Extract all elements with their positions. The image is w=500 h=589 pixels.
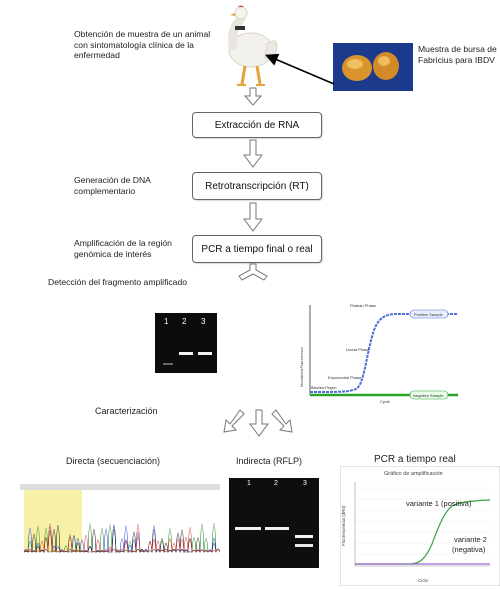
chromatogram-trace [23, 523, 220, 554]
rflp-band-3a [295, 535, 313, 538]
split-arrow [238, 263, 268, 281]
phase-linear: Linear Phase [346, 347, 370, 352]
arrow-right [271, 409, 293, 433]
rflp-lane-3: 3 [303, 480, 307, 487]
gel-top-lane-1: 1 [164, 317, 169, 326]
gel-top-band-ladder [163, 363, 173, 365]
rt-chart-title: Gráfico de amplificación [384, 471, 443, 477]
phase-exponential: Exponential Phase [328, 375, 362, 380]
phase-baseline: Baseline Region [311, 386, 337, 390]
gel-top-lane-3: 3 [201, 317, 206, 326]
rt-axes [354, 482, 490, 567]
seq-title: Directa (secuenciación) [66, 456, 161, 466]
bursa-pointer-arrow [265, 53, 335, 85]
positive-legend: Positive Sample [414, 312, 443, 317]
variant1-label: variante 1 (positiva) [406, 499, 472, 508]
gel-top-lane-2: 2 [182, 317, 187, 326]
negative-legend: Negative Sample [413, 393, 444, 398]
detection-note: Detección del fragmento amplificado [48, 277, 188, 287]
pcr-box: PCR a tiempo final o real [192, 235, 322, 263]
variant1-curve [355, 499, 491, 565]
sample-note: Obtención de muestra de un animal con si… [74, 29, 211, 61]
down-arrow-3 [243, 202, 263, 232]
rt-box: Retrotranscripción (RT) [192, 172, 322, 200]
bursa-photo [333, 43, 413, 91]
curve-top-ylabel: Normalized Fluorescence [300, 347, 304, 387]
down-arrow-2 [243, 139, 263, 168]
rt-chart-xlabel: Ciclo [418, 578, 428, 583]
rflp-band-1 [235, 527, 261, 530]
gel-top-band-2 [179, 352, 193, 355]
down-arrow-1 [243, 87, 263, 106]
rt-chart: Gráfico de amplificación Fluorescencia (… [340, 466, 500, 586]
gel-top-band-3 [198, 352, 212, 355]
rna-extraction-box: Extracción de RNA [192, 112, 322, 138]
rflp-gel: 1 2 3 [229, 478, 319, 568]
curve-top: Normalized Fluorescence Cycle Plateau Ph… [300, 303, 458, 404]
bursa-note: Muestra de bursa de Fabricius para IBDV [418, 44, 497, 65]
amplification-note: Amplificación de la región genómica de i… [74, 238, 172, 259]
rt-chart-ylabel: Fluorescencia (dRn) [341, 505, 346, 546]
rflp-lane-2: 2 [274, 480, 278, 487]
phase-plateau: Plateau Phase [350, 303, 377, 308]
rt-title: PCR a tiempo real [374, 454, 456, 465]
characterization-note: Caracterización [95, 406, 158, 416]
arrow-center [249, 409, 269, 437]
cdna-note: Generación de DNA complementario [74, 175, 151, 196]
curve-top-xlabel: Cycle [380, 399, 391, 404]
chromatogram-trace [23, 525, 220, 554]
positive-curve [309, 313, 458, 393]
variant2-label-1: variante 2 [454, 535, 487, 544]
rflp-lane-1: 1 [247, 480, 251, 487]
rflp-band-3b [295, 544, 313, 547]
gel-top: 1 2 3 [155, 313, 217, 373]
rflp-title: Indirecta (RFLP) [236, 456, 303, 466]
rflp-band-2 [265, 527, 289, 530]
arrow-left [223, 409, 245, 433]
chromatogram [20, 484, 220, 554]
variant2-label-2: (negativa) [452, 545, 486, 554]
